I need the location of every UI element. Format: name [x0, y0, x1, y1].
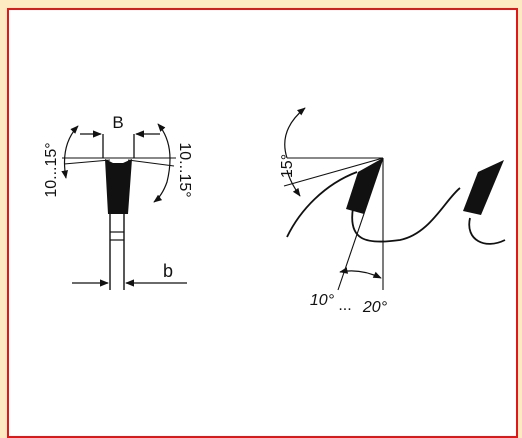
diagram-stage: B b 10...15° 10...15° [7, 8, 518, 438]
left-bevel-angle-label: 10...15° [43, 142, 60, 197]
clearance-angle-high-label: 20° [362, 299, 388, 316]
clearance-angle-low-label: 10° [310, 292, 335, 309]
right-bevel-angle-arc [153, 123, 171, 203]
blade-profile-curve [286, 171, 506, 245]
clearance-angle-arc [339, 267, 382, 279]
carbide-tip-next [463, 160, 504, 215]
carbide-tip-front [346, 158, 383, 214]
width-label-B: B [112, 113, 123, 132]
carbide-tip [105, 159, 132, 214]
left-bevel-angle-arc [61, 125, 79, 179]
tooth-side-view: 15° 10° ... 20° [279, 107, 506, 316]
hook-angle-label: 15° [279, 154, 296, 178]
bevel-line-right [127, 159, 175, 167]
hook-angle-arc-lower [286, 169, 301, 197]
diagram-frame [7, 8, 518, 438]
right-bevel-angle-label: 10...15° [176, 142, 193, 197]
rake-line [283, 157, 384, 187]
tooth-front-view: B b 10...15° 10...15° [43, 113, 193, 290]
hook-angle-arc [284, 107, 306, 159]
blade-width-label-b: b [163, 261, 173, 281]
bevel-line-left [63, 159, 111, 165]
clearance-angle-dots: ... [338, 297, 351, 314]
saw-tooth-geometry-diagram: B b 10...15° 10...15° [43, 107, 506, 316]
